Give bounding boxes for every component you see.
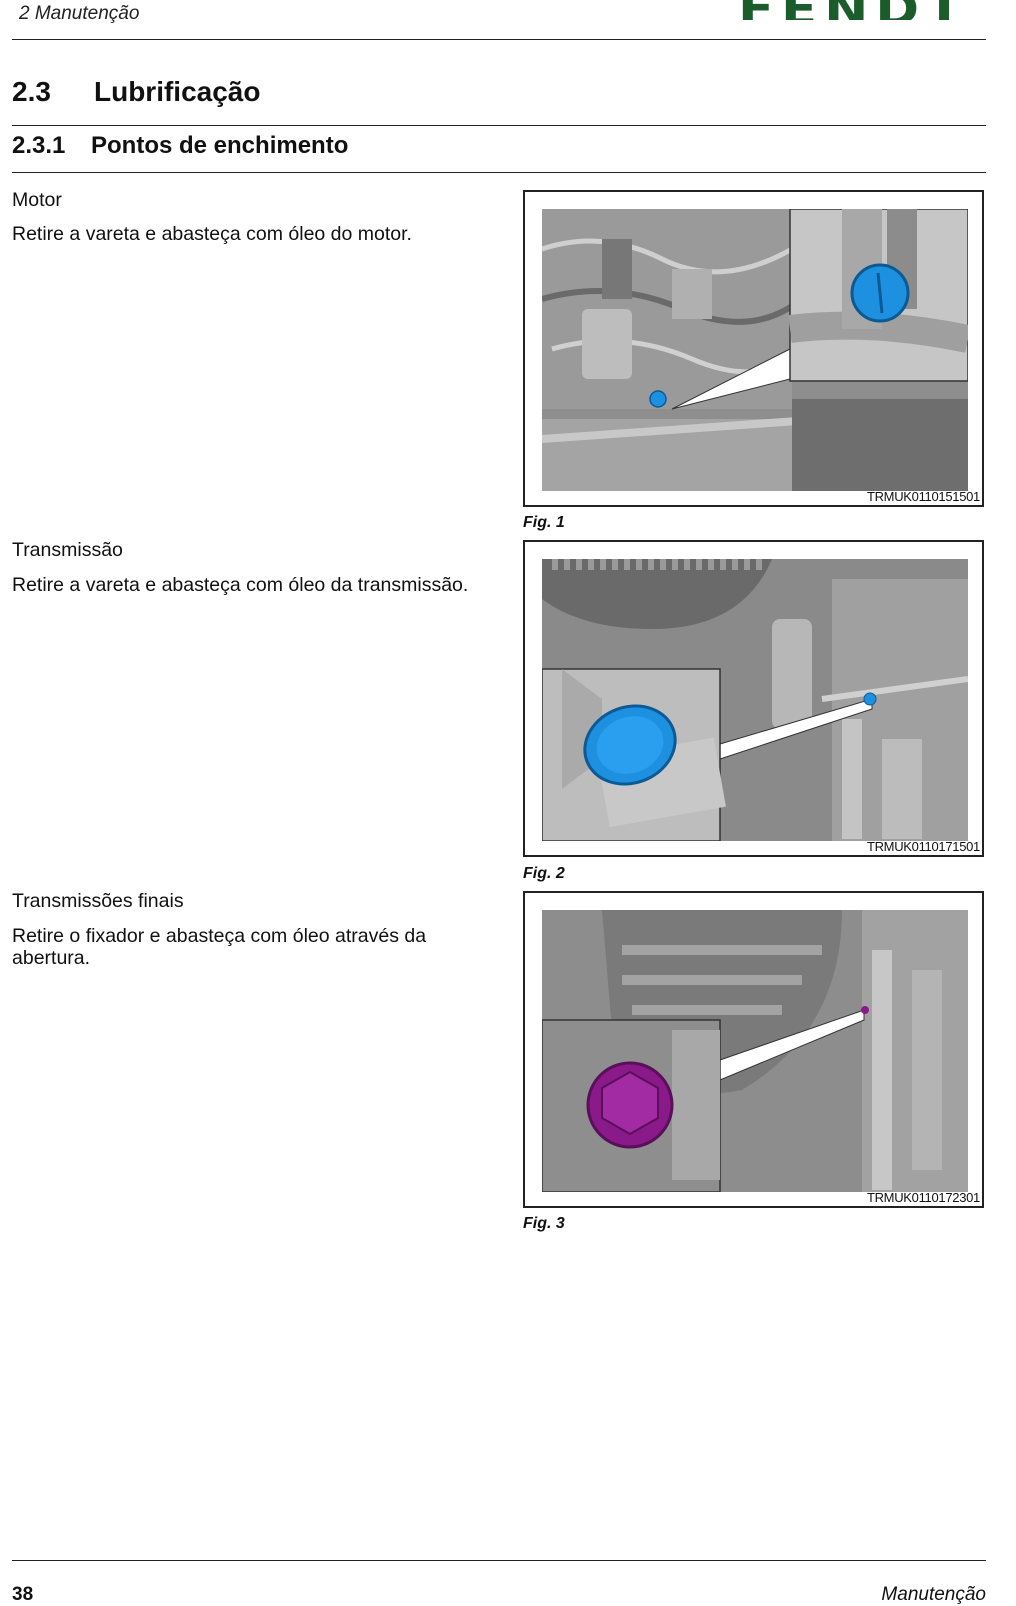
subsection-title: Pontos de enchimento <box>91 132 349 159</box>
footer-section: Manutenção <box>881 1584 986 1605</box>
figure-1-code: TRMUK0110151501 <box>866 489 980 504</box>
section-heading: 2.3 Lubrificação <box>12 76 260 108</box>
subsection-number: 2.3.1 <box>12 132 66 159</box>
figure-3-caption: Fig. 3 <box>523 1215 565 1232</box>
figure-1-frame: TRMUK0110151501 <box>523 190 984 507</box>
final-drive-illustration <box>542 910 968 1192</box>
section-motor-title: Motor <box>12 189 62 211</box>
footer-divider <box>12 1560 986 1561</box>
page-header-chapter: 2 Manutenção <box>19 3 140 24</box>
transmission-illustration <box>542 559 968 841</box>
header-divider <box>12 39 986 40</box>
section-transmission-title: Transmissão <box>12 539 123 561</box>
section-title: Lubrificação <box>94 76 261 107</box>
subheading-divider <box>12 172 986 173</box>
figure-2-caption: Fig. 2 <box>523 865 565 882</box>
heading-divider <box>12 125 986 126</box>
engine-illustration <box>542 209 968 491</box>
section-transmission-text: Retire a vareta e abasteça com óleo da t… <box>12 574 469 596</box>
figure-3-frame: TRMUK0110172301 <box>523 891 984 1208</box>
page-number: 38 <box>12 1584 34 1605</box>
subsection-heading: 2.3.1 Pontos de enchimento <box>12 132 348 160</box>
section-final-drives-text: Retire o fixador e abasteça com óleo atr… <box>12 925 427 969</box>
section-number: 2.3 <box>12 76 51 107</box>
section-motor-text: Retire a vareta e abasteça com óleo do m… <box>12 223 412 245</box>
section-final-drives-title: Transmissões finais <box>12 890 184 912</box>
figure-1-caption: Fig. 1 <box>523 514 565 531</box>
figure-2-frame: TRMUK0110171501 <box>523 540 984 857</box>
figure-3-code: TRMUK0110172301 <box>866 1190 980 1205</box>
figure-2-code: TRMUK0110171501 <box>866 839 980 854</box>
brand-logo: FENDT <box>738 0 968 20</box>
